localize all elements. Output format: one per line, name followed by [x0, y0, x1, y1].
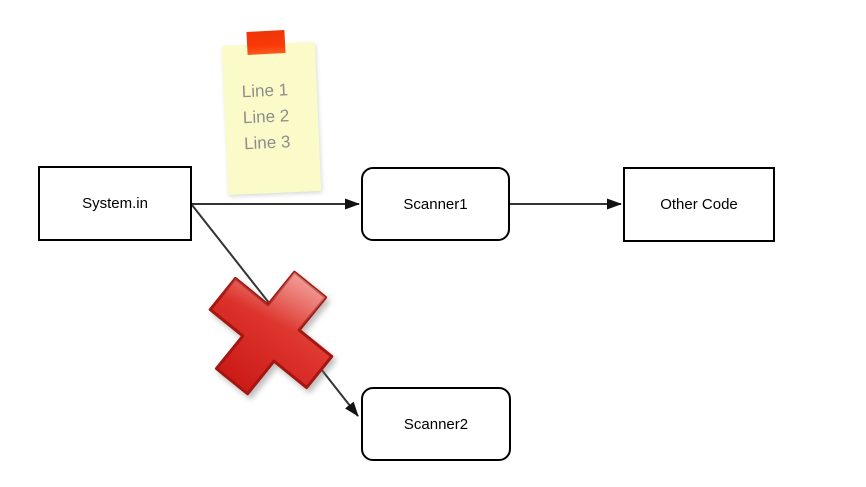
tape-icon — [246, 30, 286, 55]
node-scanner1-label: Scanner1 — [403, 195, 468, 213]
node-system-in: System.in — [38, 166, 192, 241]
node-other-code-label: Other Code — [660, 196, 738, 213]
node-scanner1: Scanner1 — [361, 167, 510, 241]
node-scanner2: Scanner2 — [361, 387, 511, 461]
sticky-note-line-3: Line 3 — [243, 132, 291, 154]
sticky-note-line-2: Line 2 — [242, 106, 290, 128]
node-system-in-label: System.in — [82, 195, 148, 212]
node-other-code: Other Code — [623, 167, 775, 242]
sticky-note: Line 1 Line 2 Line 3 — [221, 42, 322, 195]
sticky-note-line-1: Line 1 — [241, 80, 289, 102]
node-scanner2-label: Scanner2 — [403, 415, 469, 433]
red-x-icon — [208, 270, 334, 396]
